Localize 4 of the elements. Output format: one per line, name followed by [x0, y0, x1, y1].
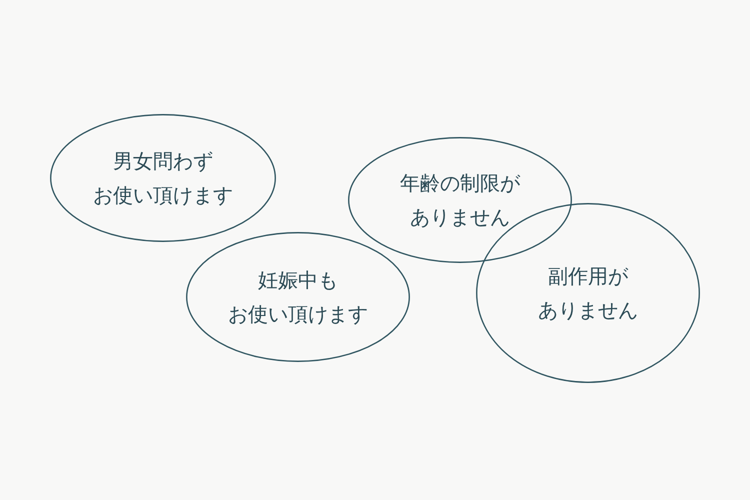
- ellipse-text: 妊娠中もお使い頂けます: [228, 267, 368, 328]
- ellipse-text: 副作用がありません: [538, 263, 638, 324]
- ellipse-text: 年齢の制限がありません: [400, 170, 520, 231]
- ellipse-text: 男女問わずお使い頂けます: [93, 148, 233, 209]
